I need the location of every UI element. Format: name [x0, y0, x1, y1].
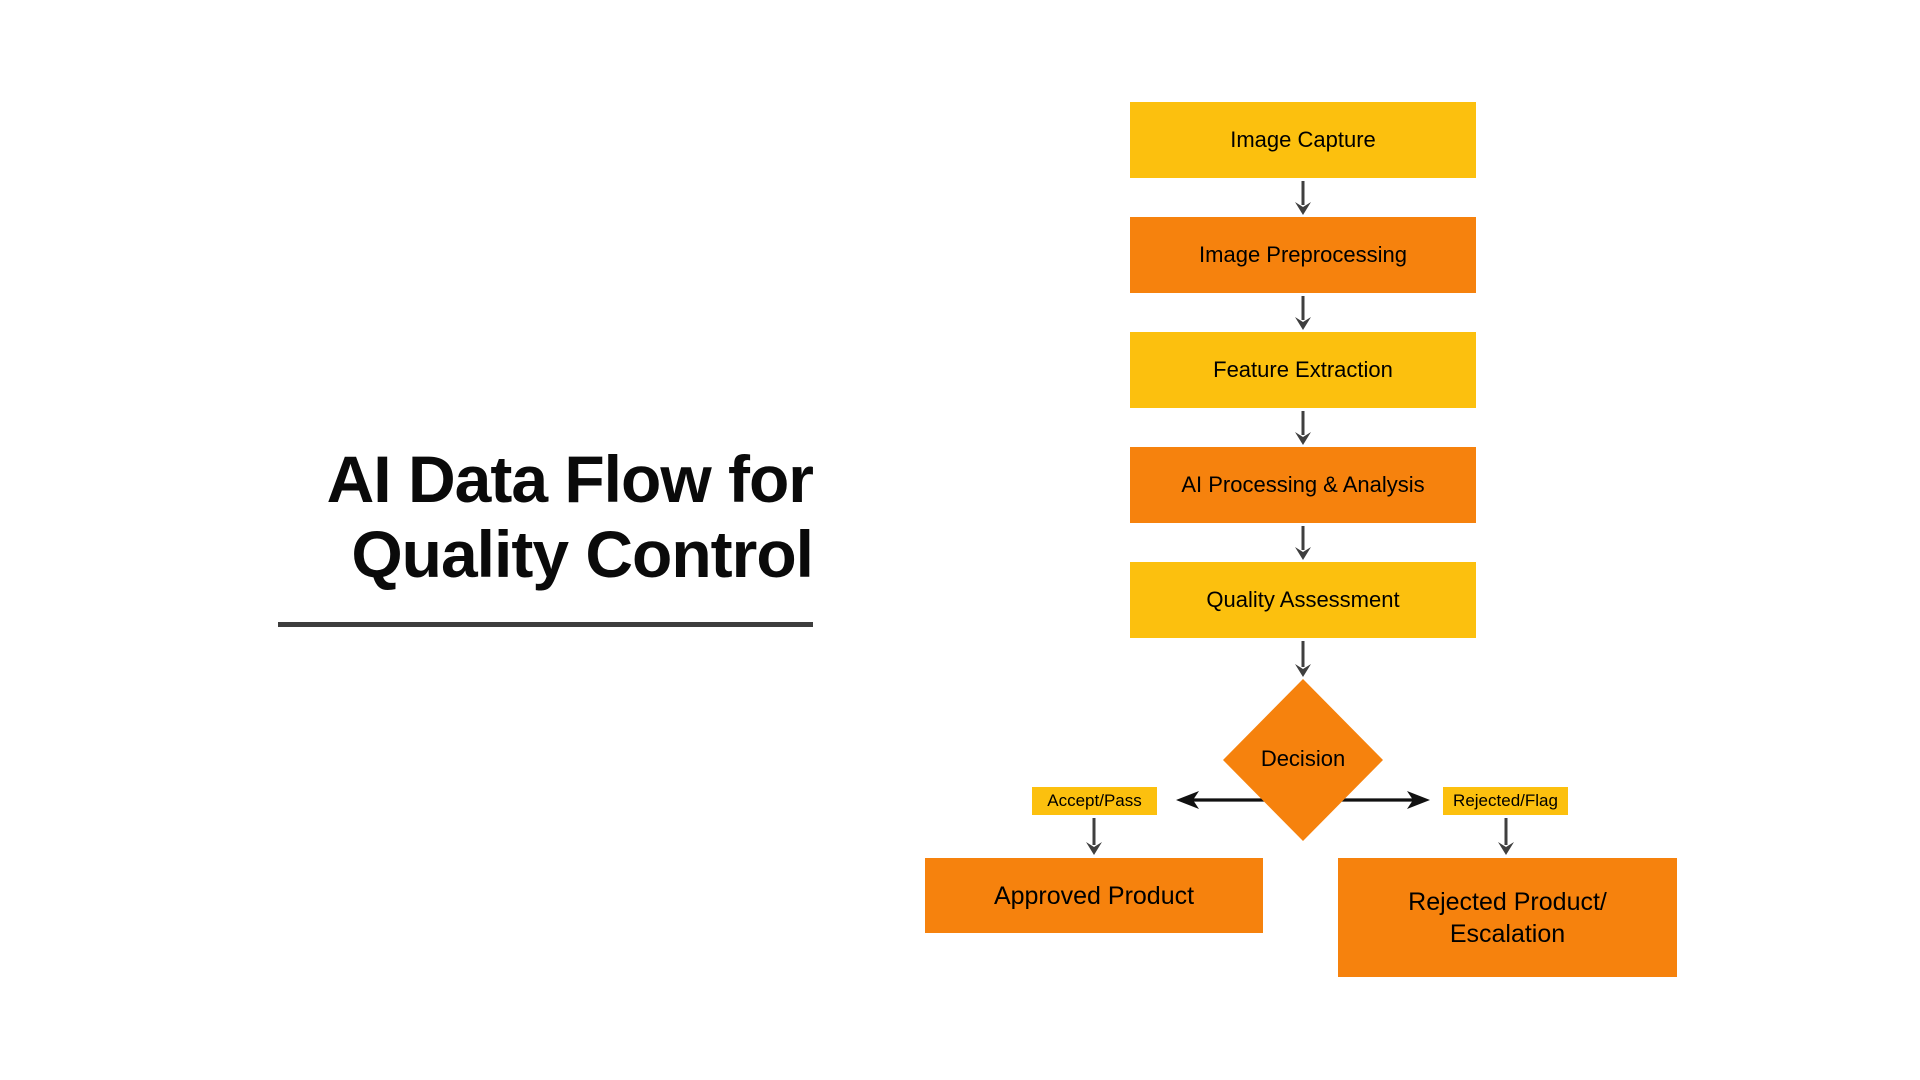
flow-step-label: Image Capture [1230, 127, 1376, 152]
flow-step-ai-processing: AI Processing & Analysis [1130, 447, 1476, 523]
branch-tag-rejected-flag: Rejected/Flag [1443, 787, 1568, 815]
result-label-line2: Escalation [1449, 919, 1566, 948]
branch-tag-label: Accept/Pass [1047, 791, 1142, 810]
branch-tag-accept-pass: Accept/Pass [1032, 787, 1157, 815]
arrow-step3-step4 [1295, 411, 1311, 445]
flow-step-quality-assessment: Quality Assessment [1130, 562, 1476, 638]
arrow-step1-step2 [1295, 181, 1311, 215]
flow-step-label: Quality Assessment [1206, 587, 1400, 612]
page-title-line1: AI Data Flow for [326, 442, 814, 516]
arrow-step2-step3 [1295, 296, 1311, 330]
result-label: Approved Product [993, 881, 1195, 910]
result-label-line1: Rejected Product/ [1408, 887, 1607, 916]
branch-tag-label: Rejected/Flag [1453, 791, 1558, 810]
result-box-rejected-product: Rejected Product/ Escalation [1338, 858, 1677, 977]
arrow-rejected-escalation [1498, 818, 1514, 855]
title-underline [278, 622, 813, 627]
result-box-approved-product: Approved Product [925, 858, 1263, 933]
decision-diamond [1223, 679, 1383, 841]
arrow-accept-approved [1086, 818, 1102, 855]
flow-step-image-capture: Image Capture [1130, 102, 1476, 178]
flow-step-label: AI Processing & Analysis [1181, 472, 1425, 497]
flow-step-label: Feature Extraction [1213, 357, 1393, 382]
flow-step-image-preprocessing: Image Preprocessing [1130, 217, 1476, 293]
flow-step-label: Image Preprocessing [1199, 242, 1407, 267]
arrow-step5-decision [1295, 641, 1311, 677]
arrow-step4-step5 [1295, 526, 1311, 560]
decision-label: Decision [1260, 746, 1346, 771]
flow-step-feature-extraction: Feature Extraction [1130, 332, 1476, 408]
title-block: AI Data Flow for Quality Control [278, 442, 814, 592]
page-title-line2: Quality Control [351, 517, 814, 591]
